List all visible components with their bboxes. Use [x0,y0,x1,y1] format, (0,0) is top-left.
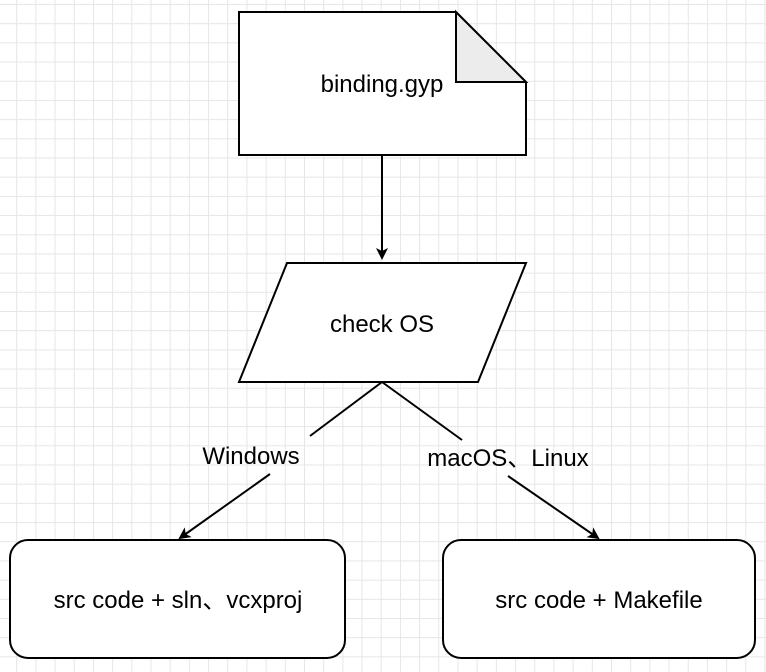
node-windows-output[interactable]: src code + sln、vcxproj [9,539,346,659]
node-unix-output[interactable]: src code + Makefile [442,539,756,659]
node-check-os-label: check OS [330,311,434,338]
node-check-os[interactable]: check OS [237,262,528,383]
rounded-rect-shape [9,539,346,659]
document-fold-corner [455,9,529,83]
edge-label-macos-linux: macOS、Linux [427,445,588,472]
edge-line-lower [507,475,600,540]
parallelogram-shape [237,262,528,383]
node-unix-output-label: src code + Makefile [495,587,702,614]
edge-line-lower [178,473,271,540]
rounded-rect-shape [442,539,756,659]
edge-check-os-to-unix: macOS、Linux [381,381,600,540]
edge-line-upper [381,381,463,441]
edge-line-upper [309,381,383,437]
edge-label-windows: Windows [202,443,299,470]
edge-check-os-to-windows: Windows [178,381,383,540]
node-binding-gyp[interactable]: binding.gyp [238,9,529,156]
node-windows-output-label: src code + sln、vcxproj [54,587,303,614]
document-shape [238,11,527,156]
node-binding-gyp-label: binding.gyp [321,71,444,98]
